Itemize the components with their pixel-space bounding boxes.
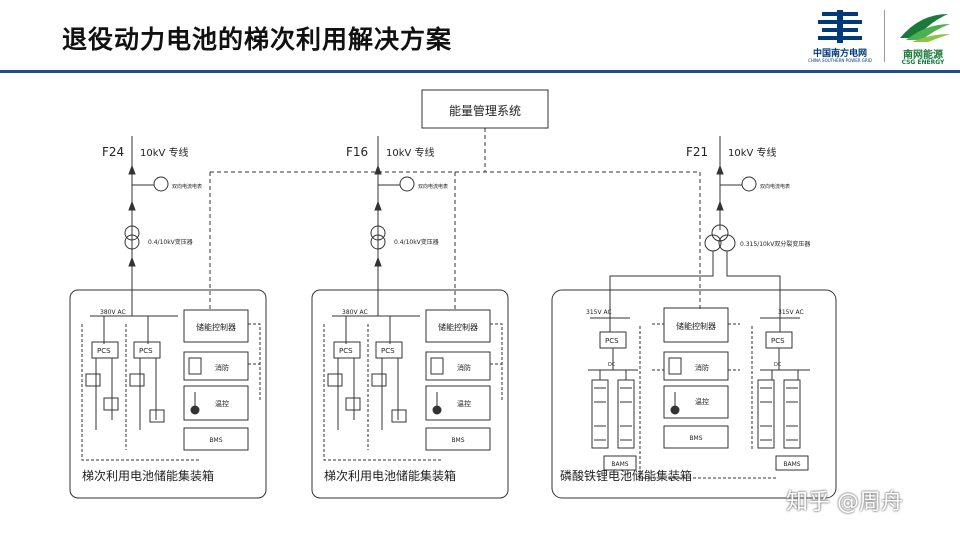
transformer-label: 0.315/10kV双分裂变压器 bbox=[740, 240, 810, 248]
csg-logo-subtitle: CHINA SOUTHERN POWER GRID bbox=[808, 58, 872, 63]
csg-emblem-icon bbox=[818, 10, 862, 43]
feeder-id: F16 bbox=[346, 145, 368, 159]
logo-divider bbox=[884, 10, 885, 62]
container-1 bbox=[69, 289, 267, 499]
temp-label: 温控 bbox=[215, 399, 229, 408]
bus-label: 315V AC bbox=[586, 309, 612, 316]
watermark: 知乎 @周舟 bbox=[786, 490, 903, 515]
controller-label: 储能控制器 bbox=[438, 322, 478, 332]
pcs-label: PCS bbox=[381, 347, 395, 355]
meter-label: 双向电流电表 bbox=[760, 183, 790, 190]
meter-label: 双向电流电表 bbox=[172, 183, 202, 190]
controller-label: 储能控制器 bbox=[196, 322, 236, 332]
battery-storage-diagram: 能量管理系统 F24 10kV 专线 双向电流电表 0.4/10kV变压器 F1… bbox=[69, 89, 837, 499]
temp-label: 温控 bbox=[457, 399, 471, 408]
bus-label: 380V AC bbox=[342, 309, 368, 316]
container-3-controller bbox=[663, 307, 729, 343]
fire-label: 消防 bbox=[695, 363, 709, 372]
meter-label: 双向电流电表 bbox=[418, 183, 448, 190]
container-1-controller bbox=[183, 309, 249, 343]
container-caption: 梯次利用电池储能集装箱 bbox=[82, 468, 214, 483]
bms-label: BMS bbox=[209, 437, 222, 444]
fire-icon bbox=[188, 357, 202, 375]
pcs-label: PCS bbox=[771, 337, 785, 345]
container-caption: 梯次利用电池储能集装箱 bbox=[324, 468, 456, 483]
temp-label: 温控 bbox=[695, 397, 709, 406]
pcs-label: PCS bbox=[339, 347, 353, 355]
fire-icon bbox=[668, 357, 682, 375]
feeder-id: F24 bbox=[102, 145, 124, 159]
csg-logo: 中国南方电网 CHINA SOUTHERN POWER GRID bbox=[800, 8, 880, 66]
thermometer-icon bbox=[190, 405, 200, 415]
bus-label: 380V AC bbox=[100, 309, 126, 316]
bms-label: BMS bbox=[689, 435, 702, 442]
controller-label: 储能控制器 bbox=[676, 321, 716, 331]
feeder-line: 10kV 专线 bbox=[140, 146, 189, 159]
fire-icon bbox=[430, 357, 444, 375]
thermometer-icon bbox=[432, 405, 442, 415]
system-diagram: 能量管理系统 F24 10kV 专线 双向电流电表 0.4/10kV变压器 F1… bbox=[60, 80, 900, 510]
feeder-line: 10kV 专线 bbox=[728, 146, 777, 159]
thermometer-icon bbox=[670, 405, 680, 415]
transformer-label: 0.4/10kV变压器 bbox=[148, 238, 193, 246]
csg-energy-logo: 南网能源 CSG ENERGY bbox=[890, 8, 956, 66]
ems-label: 能量管理系统 bbox=[449, 103, 521, 118]
feeder-f16 bbox=[370, 136, 415, 304]
bms-label: BMS bbox=[451, 437, 464, 444]
csg-energy-logo-subtitle: CSG ENERGY bbox=[901, 59, 945, 66]
feeder-id: F21 bbox=[686, 145, 708, 159]
bams-label: BAMS bbox=[783, 461, 800, 468]
bams-label: BAMS bbox=[611, 461, 628, 468]
feeder-f21 bbox=[609, 136, 781, 318]
pcs-label: PCS bbox=[605, 337, 619, 345]
container-2-controller bbox=[425, 309, 491, 343]
fire-label: 消防 bbox=[457, 363, 471, 372]
feeder-line: 10kV 专线 bbox=[386, 146, 435, 159]
container-caption: 磷酸铁锂电池储能集装箱 bbox=[560, 468, 692, 483]
csg-logo-name: 中国南方电网 bbox=[812, 49, 867, 59]
transformer-label: 0.4/10kV变压器 bbox=[394, 238, 439, 246]
csg-energy-logo-name: 南网能源 bbox=[903, 50, 943, 61]
dc-label: DC bbox=[608, 362, 616, 368]
pcs-label: PCS bbox=[139, 347, 153, 355]
fire-label: 消防 bbox=[215, 363, 229, 372]
bus-label: 315V AC bbox=[778, 309, 804, 316]
title-rule bbox=[0, 70, 960, 73]
feeder-f24 bbox=[124, 136, 169, 304]
container-2 bbox=[311, 289, 509, 499]
page-title: 退役动力电池的梯次利用解决方案 bbox=[62, 25, 453, 54]
csg-energy-emblem-icon bbox=[900, 14, 950, 42]
pcs-label: PCS bbox=[97, 347, 111, 355]
dc-label: DC bbox=[774, 362, 782, 368]
container-3 bbox=[551, 289, 837, 499]
